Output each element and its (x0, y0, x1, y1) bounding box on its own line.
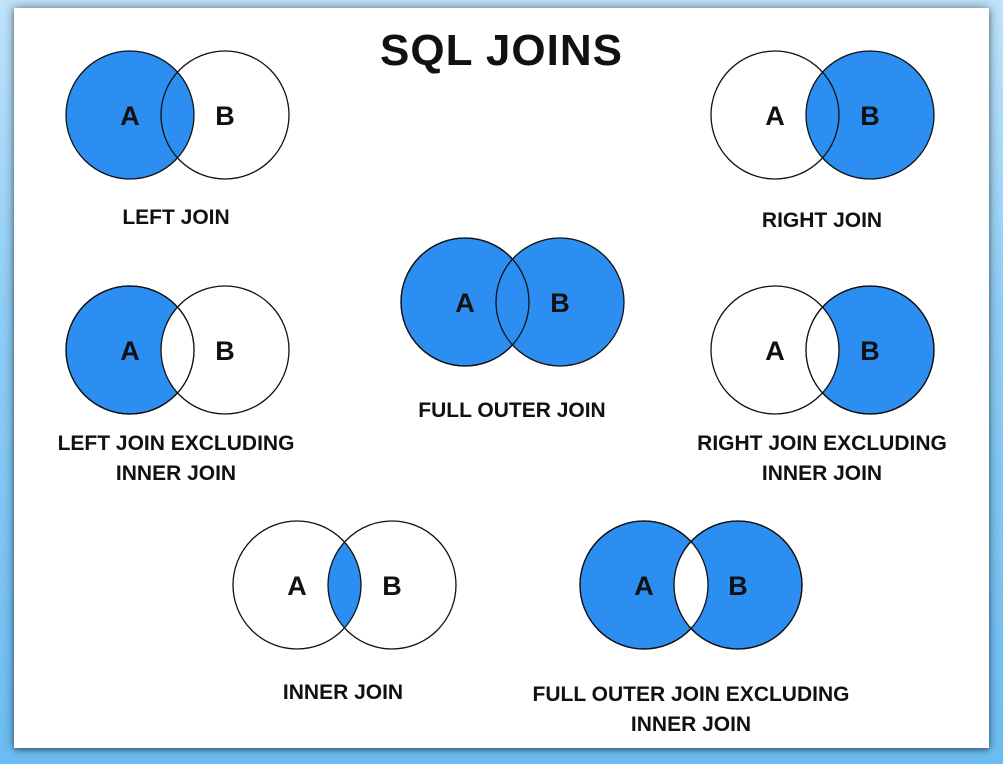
label-b: B (550, 288, 570, 318)
page-title: SQL JOINS (380, 26, 623, 75)
caption-full-outer-join: FULL OUTER JOIN (342, 396, 682, 426)
caption-line: FULL OUTER JOIN EXCLUDING (532, 683, 850, 706)
caption-line: INNER JOIN (282, 681, 404, 704)
venn-left-excluding-inner: A B (65, 285, 290, 415)
label-b: B (382, 571, 402, 601)
label-b: B (215, 101, 235, 131)
venn-right-join: A B (710, 50, 935, 180)
circle-a (710, 50, 840, 180)
circle-b (805, 50, 935, 180)
label-a: A (120, 336, 140, 366)
caption-right-excluding-inner: RIGHT JOIN EXCLUDING INNER JOIN (652, 429, 992, 489)
caption-right-join: RIGHT JOIN (652, 206, 992, 236)
caption-left-excluding-inner: LEFT JOIN EXCLUDING INNER JOIN (6, 429, 346, 489)
circle-a (232, 520, 362, 650)
label-b: B (860, 101, 880, 131)
label-a: A (634, 571, 654, 601)
venn-inner-join: A B (232, 520, 457, 650)
circle-b (327, 520, 457, 650)
caption-line: FULL OUTER JOIN (418, 399, 606, 422)
caption-line: LEFT JOIN EXCLUDING (57, 432, 295, 455)
venn-right-excluding-inner: A B (710, 285, 935, 415)
caption-line: RIGHT JOIN EXCLUDING (697, 432, 947, 455)
venn-left-join: A B (65, 50, 290, 180)
circle-a (710, 285, 840, 415)
venn-full-outer-join: A B (400, 237, 625, 367)
caption-line: RIGHT JOIN (761, 209, 883, 232)
caption-line: LEFT JOIN (122, 206, 230, 229)
label-a: A (287, 571, 307, 601)
circle-b (160, 50, 290, 180)
circle-b (160, 285, 290, 415)
caption-line: INNER JOIN (761, 462, 883, 485)
caption-line: INNER JOIN (630, 713, 752, 736)
label-b: B (728, 571, 748, 601)
label-a: A (765, 101, 785, 131)
caption-inner-join: INNER JOIN (173, 678, 513, 708)
venn-full-outer-excluding-inner: A B (579, 520, 803, 650)
label-b: B (215, 336, 235, 366)
label-a: A (120, 101, 140, 131)
label-a: A (455, 288, 475, 318)
caption-left-join: LEFT JOIN (6, 203, 346, 233)
circle-b (495, 237, 625, 367)
caption-full-outer-excluding-inner: FULL OUTER JOIN EXCLUDING INNER JOIN (521, 680, 861, 740)
label-a: A (765, 336, 785, 366)
label-b: B (860, 336, 880, 366)
circle-a (65, 50, 195, 180)
caption-line: INNER JOIN (115, 462, 237, 485)
